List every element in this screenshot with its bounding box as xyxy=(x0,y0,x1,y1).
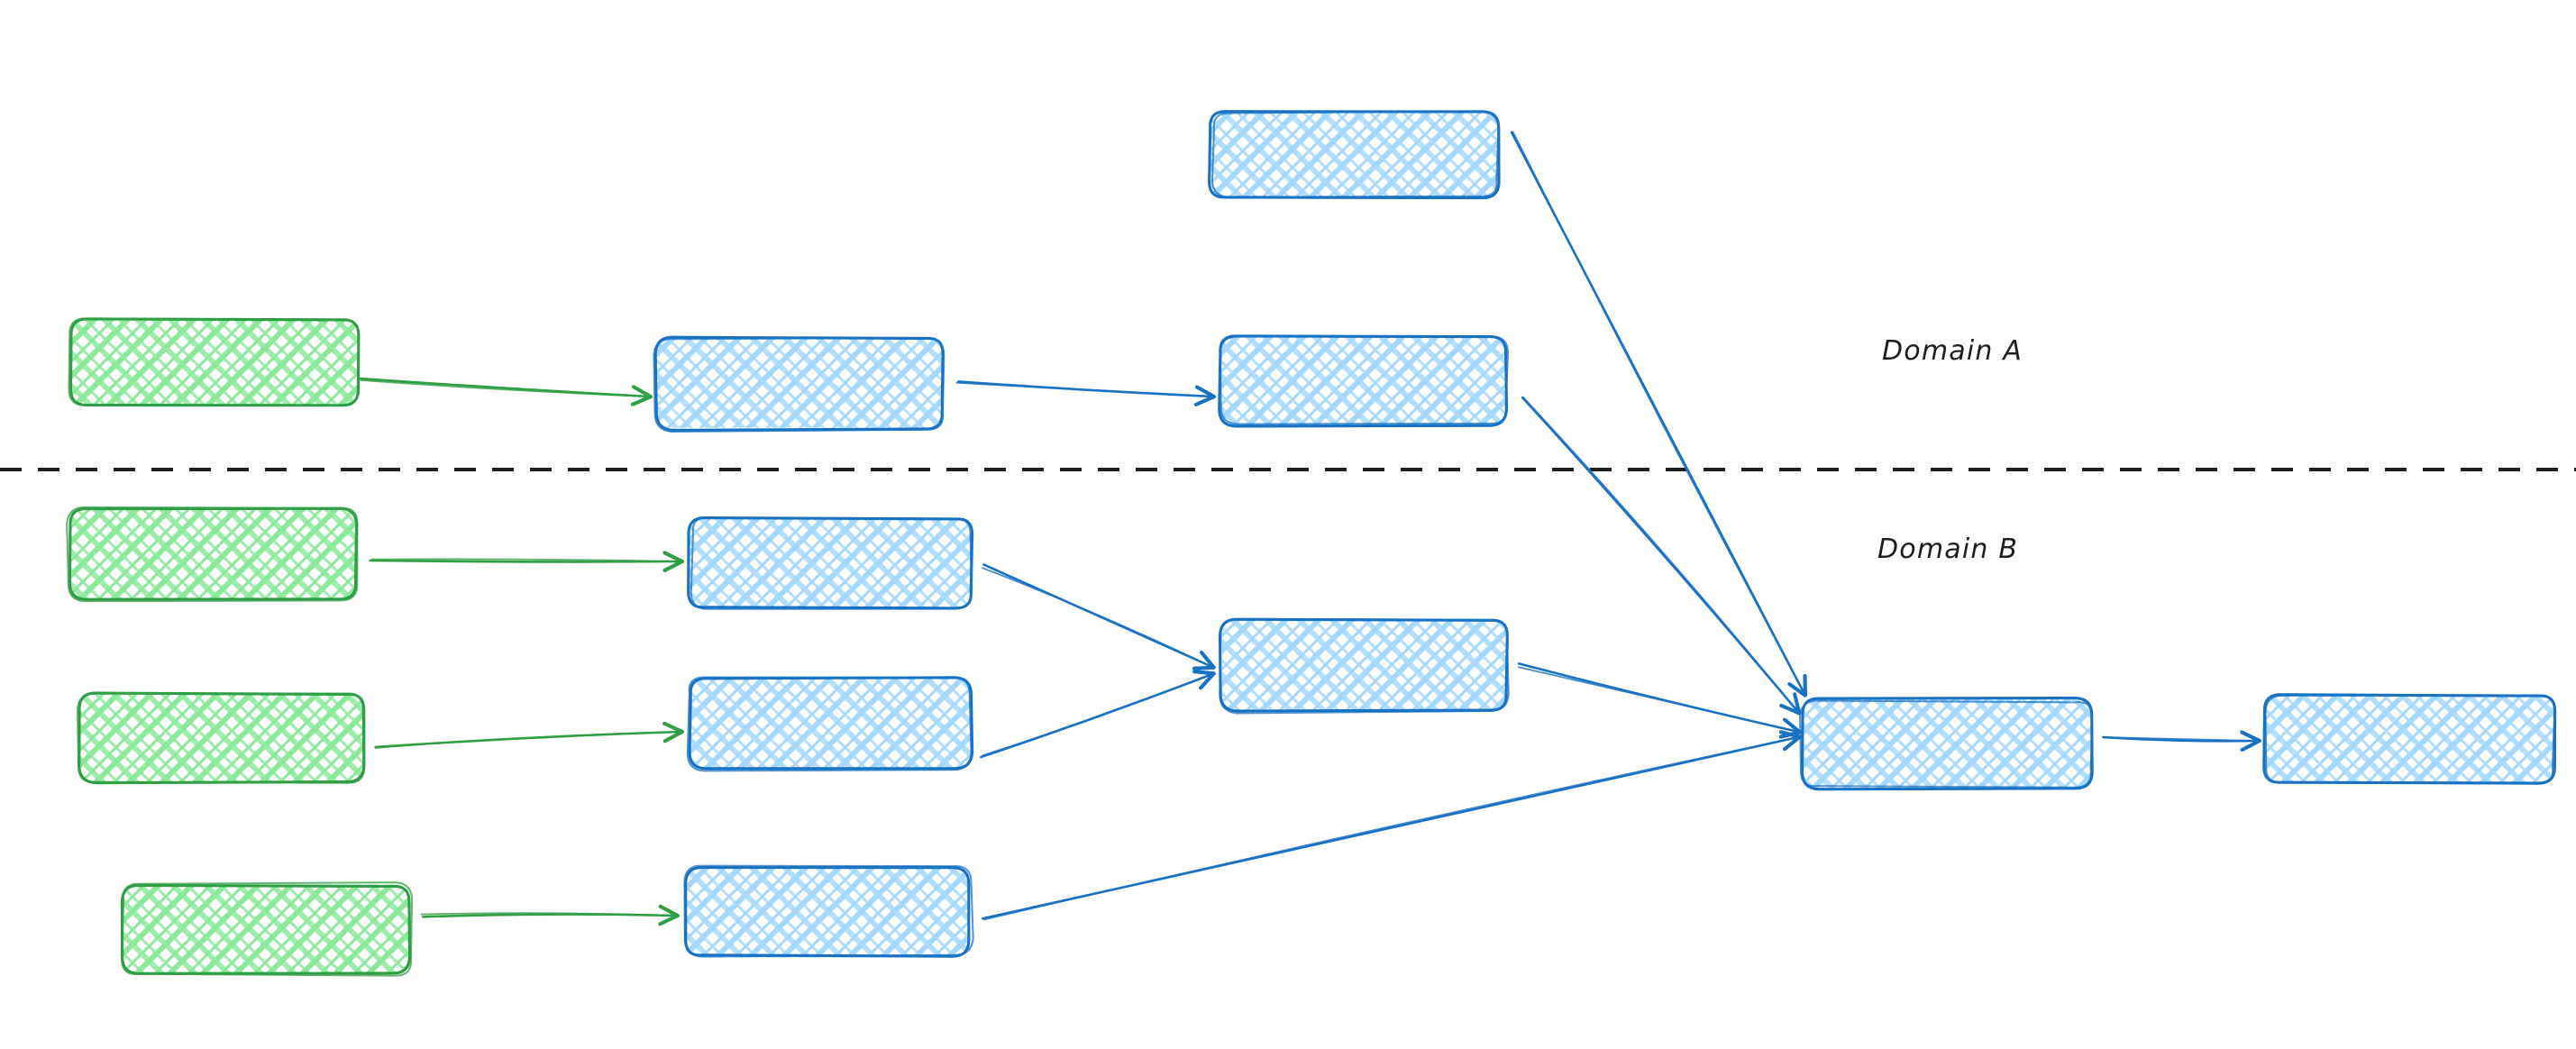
node-outline xyxy=(1801,696,2094,791)
node-outline xyxy=(684,866,971,958)
edge-stroke xyxy=(1510,131,1804,694)
edge-b-stage-3-to-b-hub xyxy=(982,737,1798,921)
node-outline xyxy=(78,691,366,785)
edge-stroke xyxy=(421,915,676,917)
nodes-layer xyxy=(66,110,2557,977)
edge-b-stage-2-to-b-merge xyxy=(980,674,1212,759)
edge-a-top-to-b-hub xyxy=(1510,131,1804,694)
node-fill xyxy=(690,677,972,769)
node-fill xyxy=(122,884,410,973)
edge-a-source-to-a-stage-1 xyxy=(358,377,649,397)
node-outline xyxy=(653,335,945,432)
node-fill xyxy=(1221,620,1508,710)
node-a-top[interactable] xyxy=(1208,110,1501,200)
node-fill xyxy=(69,508,356,599)
node-outline xyxy=(69,317,361,407)
edge-a-stage-1-to-a-stage-2 xyxy=(955,380,1212,397)
node-b-source-3[interactable] xyxy=(120,881,414,977)
node-a-source[interactable] xyxy=(68,317,361,407)
node-a-stage-1[interactable] xyxy=(653,335,945,433)
edge-stroke xyxy=(1517,662,1798,732)
node-fill xyxy=(684,865,970,958)
edges-layer xyxy=(358,131,2258,921)
node-fill xyxy=(1219,335,1508,426)
node-outline xyxy=(120,883,412,975)
node-fill xyxy=(689,518,973,609)
node-fill xyxy=(2264,696,2556,782)
edge-b-source-1-to-b-stage-1 xyxy=(369,559,681,561)
edge-stroke xyxy=(957,380,1212,397)
node-outline xyxy=(68,506,359,601)
edge-stroke xyxy=(980,674,1212,759)
edge-b-source-3-to-b-stage-3 xyxy=(420,913,676,917)
label-domain-b: Domain B xyxy=(1877,534,2019,565)
edge-b-hub-to-b-sink xyxy=(2102,737,2258,741)
edge-stroke xyxy=(374,732,681,749)
edge-stroke xyxy=(982,737,1798,920)
edge-b-stage-1-to-b-merge xyxy=(982,563,1212,667)
node-outline xyxy=(688,676,974,771)
edge-a-stage-2-to-b-hub xyxy=(1521,396,1798,712)
node-fill xyxy=(70,320,360,406)
node-fill xyxy=(78,694,364,782)
node-outline xyxy=(1218,617,1509,713)
node-b-source-1[interactable] xyxy=(66,506,359,603)
node-b-stage-2[interactable] xyxy=(686,676,974,772)
edge-b-source-2-to-b-stage-2 xyxy=(374,732,681,749)
node-b-stage-3[interactable] xyxy=(683,864,974,958)
node-outline xyxy=(1208,110,1501,200)
node-a-stage-2[interactable] xyxy=(1218,334,1510,428)
node-b-source-2[interactable] xyxy=(76,691,366,785)
node-b-merge[interactable] xyxy=(1218,617,1510,715)
node-outline xyxy=(1218,334,1509,428)
node-fill xyxy=(1802,698,2092,789)
edge-b-merge-to-b-hub xyxy=(1517,662,1798,732)
node-outline xyxy=(2262,693,2557,785)
node-outline xyxy=(687,516,974,610)
node-fill xyxy=(1210,111,1500,198)
edge-stroke xyxy=(2102,737,2258,741)
edge-stroke xyxy=(982,563,1212,667)
node-b-stage-1[interactable] xyxy=(687,516,974,610)
node-b-sink[interactable] xyxy=(2262,693,2557,785)
edge-stroke xyxy=(358,377,649,397)
node-fill xyxy=(654,337,943,428)
edge-stroke xyxy=(1521,396,1798,712)
node-b-hub[interactable] xyxy=(1799,696,2094,791)
label-domain-a: Domain A xyxy=(1882,335,2023,367)
